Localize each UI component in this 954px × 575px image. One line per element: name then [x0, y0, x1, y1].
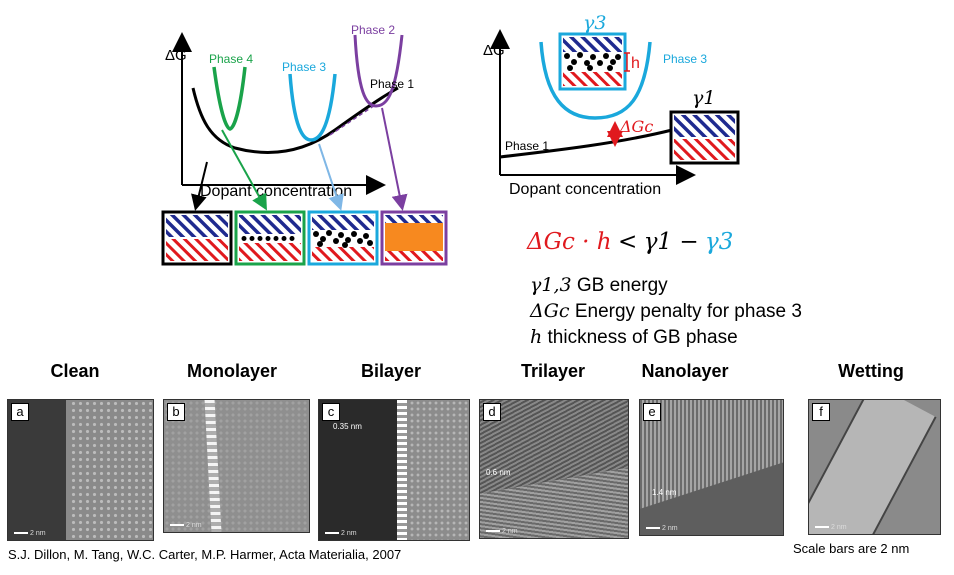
arrow-phase1 [191, 161, 208, 211]
legend-text: GB energy [576, 275, 668, 296]
scale-bar [646, 527, 660, 529]
panel-title-trilayer: Trilayer [520, 361, 586, 381]
legend-text: Energy penalty for phase 3 [574, 301, 802, 322]
phase1-curve [191, 86, 399, 154]
phase1-label: Phase 1 [370, 77, 414, 91]
panel-title-wetting: Wetting [838, 361, 904, 381]
left-x-label: Dopant concentration [200, 183, 352, 200]
equation-lhs: ΔGc · h [527, 229, 612, 255]
panel-label: a [11, 403, 29, 421]
micrograph-bilayer: c 0.35 nm 2 nm [318, 399, 470, 541]
gb-multilayer-box [307, 210, 379, 266]
schematic-diagrams: ΔG Dopant concentration Phase 4 Phase 3 … [161, 12, 740, 266]
micrograph-clean: a 2 nm [7, 399, 154, 541]
arrow-phase2 [381, 107, 408, 211]
panel-title-bilayer: Bilayer [360, 361, 422, 381]
right-phase3-curve [539, 41, 652, 120]
gamma3-label: γ3 [583, 12, 606, 34]
phase3-label: Phase 3 [282, 60, 326, 74]
equation-operator: < [618, 229, 638, 255]
panel-title-monolayer: Monolayer [186, 361, 278, 381]
scale-bar-text: 2 nm [30, 530, 46, 537]
layer-thickness-annotation: 0.6 nm [486, 468, 511, 477]
gb-monolayer-box [234, 210, 306, 266]
scale-bar [14, 532, 28, 534]
arrow-phase4 [221, 129, 267, 211]
scale-bar [170, 524, 184, 526]
legend-symbol: ΔGc [530, 300, 570, 322]
right-phase3-label: Phase 3 [663, 52, 707, 66]
phase2-label: Phase 2 [351, 23, 395, 37]
left-free-energy-diagram: ΔG Dopant concentration Phase 4 Phase 3 … [161, 23, 448, 266]
scale-bar-text: 2 nm [662, 525, 678, 532]
right-free-energy-diagram: ΔG Dopant concentration Phase 3 Phase 1 … [483, 12, 740, 198]
panel-label: b [167, 403, 185, 421]
phase4-label: Phase 4 [209, 52, 253, 66]
legend-item-h: h thickness of GB phase [530, 326, 802, 349]
scale-bar-text: 2 nm [831, 524, 847, 531]
arrow-phase3 [318, 143, 344, 211]
panel-label: d [483, 403, 501, 421]
right-y-label: ΔG [483, 42, 505, 59]
phase4-curve [212, 66, 247, 131]
micrograph-wetting: f 2 nm [808, 399, 941, 535]
panel-label: f [812, 403, 830, 421]
legend-symbol: γ1,3 [530, 274, 572, 296]
legend-item-delta-gc: ΔGc Energy penalty for phase 3 [530, 300, 802, 323]
scale-bar [325, 532, 339, 534]
equation-gamma1: γ1 − [643, 229, 699, 255]
gamma1-box [669, 110, 740, 165]
right-phase1-curve [499, 128, 673, 159]
micrograph-monolayer: b 2 nm [163, 399, 310, 533]
phase3-curve [288, 73, 337, 142]
layer-thickness-annotation: 1.4 nm [652, 488, 677, 497]
scale-note: Scale bars are 2 nm [793, 541, 910, 556]
scale-bar-text: 2 nm [341, 530, 357, 537]
legend-symbol: h [530, 326, 543, 348]
panel-title-nanolayer: Nanolayer [641, 361, 729, 381]
micrograph-nanolayer: e 1.4 nm 2 nm [639, 399, 784, 536]
right-phase1-label: Phase 1 [505, 139, 549, 153]
left-y-label: ΔG [165, 47, 187, 64]
scale-bar [486, 530, 500, 532]
delta-gc-label: ΔGc [619, 117, 653, 136]
right-x-label: Dopant concentration [509, 181, 661, 198]
energy-criterion-equation: ΔGc · h < γ1 − γ3 [527, 228, 733, 255]
panel-label: c [322, 403, 340, 421]
symbol-legend: γ1,3 GB energy ΔGc Energy penalty for ph… [530, 274, 802, 349]
panel-title-clean: Clean [50, 361, 100, 381]
gamma3-box [558, 32, 630, 91]
gb-wetting-box [380, 210, 448, 266]
phase2-curve [353, 34, 404, 108]
phase2-tangent-line [329, 104, 376, 136]
gb-clean-box [161, 210, 233, 266]
legend-text: thickness of GB phase [547, 327, 738, 348]
scale-bar-text: 2 nm [502, 528, 518, 535]
layer-thickness-annotation: 0.35 nm [333, 422, 362, 431]
h-label: h [631, 55, 640, 72]
gamma1-label: γ1 [692, 87, 715, 109]
citation: S.J. Dillon, M. Tang, W.C. Carter, M.P. … [8, 547, 402, 562]
scale-bar [815, 526, 829, 528]
equation-gamma3: γ3 [705, 229, 734, 255]
micrograph-trilayer: d 0.6 nm 2 nm [479, 399, 629, 539]
legend-item-gamma: γ1,3 GB energy [530, 274, 802, 297]
panel-label: e [643, 403, 661, 421]
scale-bar-text: 2 nm [186, 522, 202, 529]
